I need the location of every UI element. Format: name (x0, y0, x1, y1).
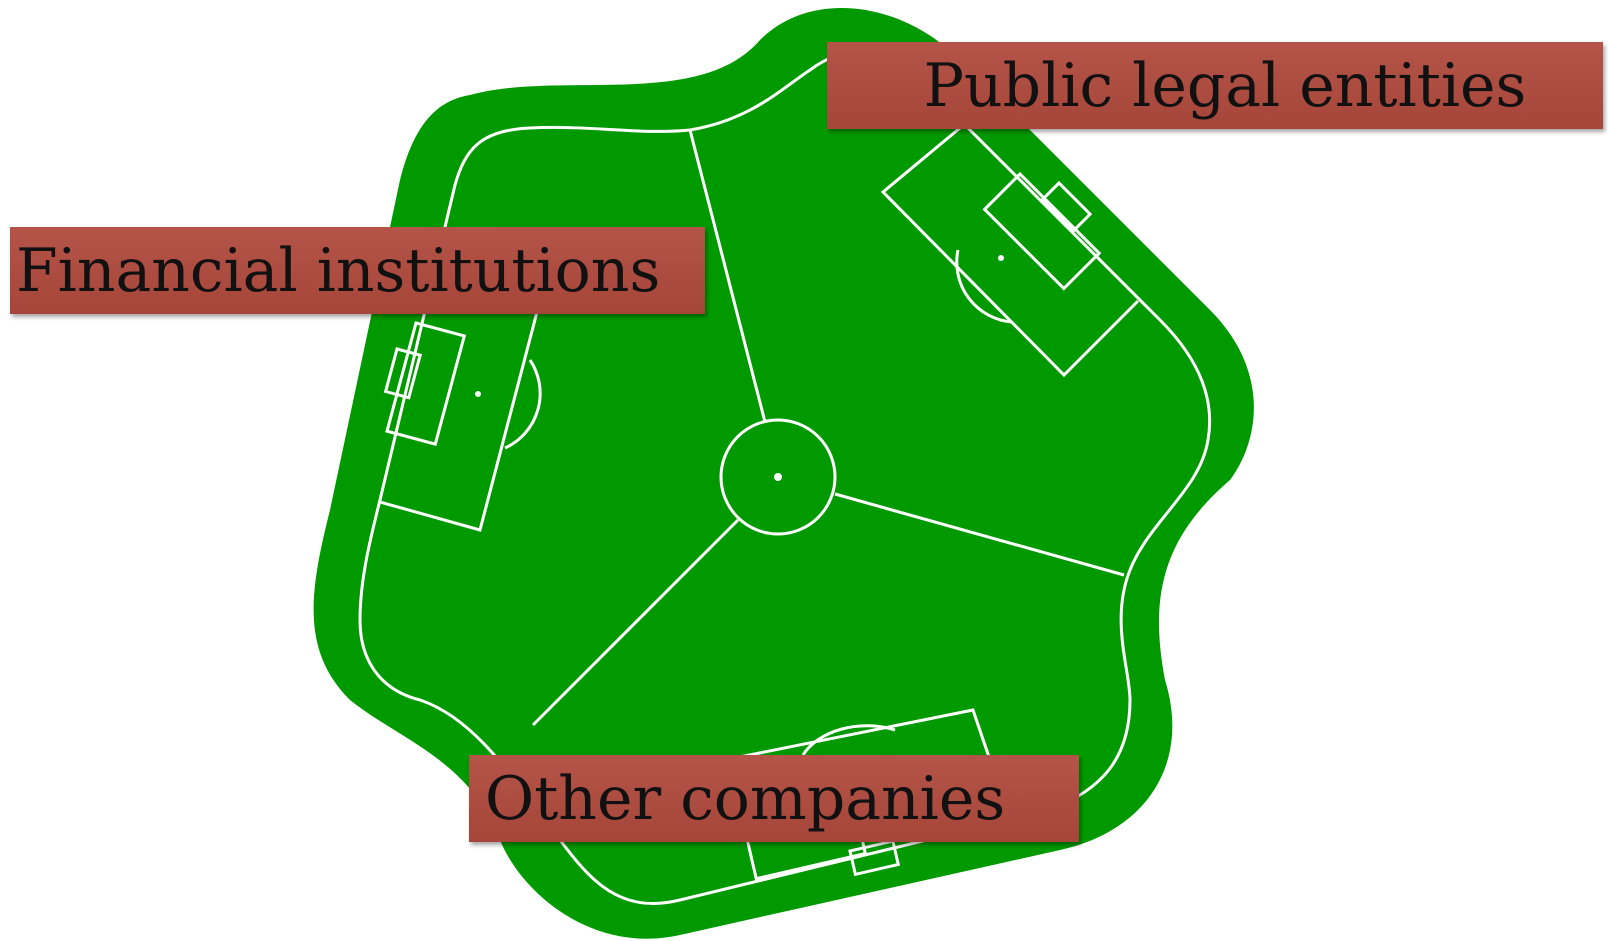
other-companies-label: Other companies (469, 755, 1079, 842)
right-goal-box (982, 171, 1102, 291)
left-goal-mouth (383, 347, 423, 400)
bottom-penalty-arc (801, 724, 896, 756)
right-goal-mouth (1039, 180, 1093, 234)
left-penalty-arc (504, 359, 542, 450)
center-circle (719, 418, 837, 536)
pitch-boundary-line (358, 50, 1212, 906)
right-penalty-spot (998, 255, 1004, 261)
public-legal-entities-text: Public legal entities (923, 50, 1527, 121)
left-penalty-spot (475, 391, 481, 397)
public-legal-entities-label: Public legal entities (827, 42, 1603, 129)
halfway-line-left (531, 518, 740, 727)
halfway-line-top (688, 129, 767, 423)
center-spot (774, 473, 782, 481)
right-penalty-box (880, 126, 1140, 378)
bottom-penalty-box (699, 708, 992, 767)
left-goal-box (385, 321, 467, 446)
financial-institutions-text: Financial institutions (16, 235, 661, 306)
right-penalty-arc (955, 249, 1013, 324)
bottom-goal-mouth (848, 839, 901, 877)
other-companies-text: Other companies (485, 763, 1006, 834)
halfway-line-right (834, 492, 1125, 577)
financial-institutions-label: Financial institutions (10, 227, 705, 314)
right-goal-area (880, 126, 1140, 378)
